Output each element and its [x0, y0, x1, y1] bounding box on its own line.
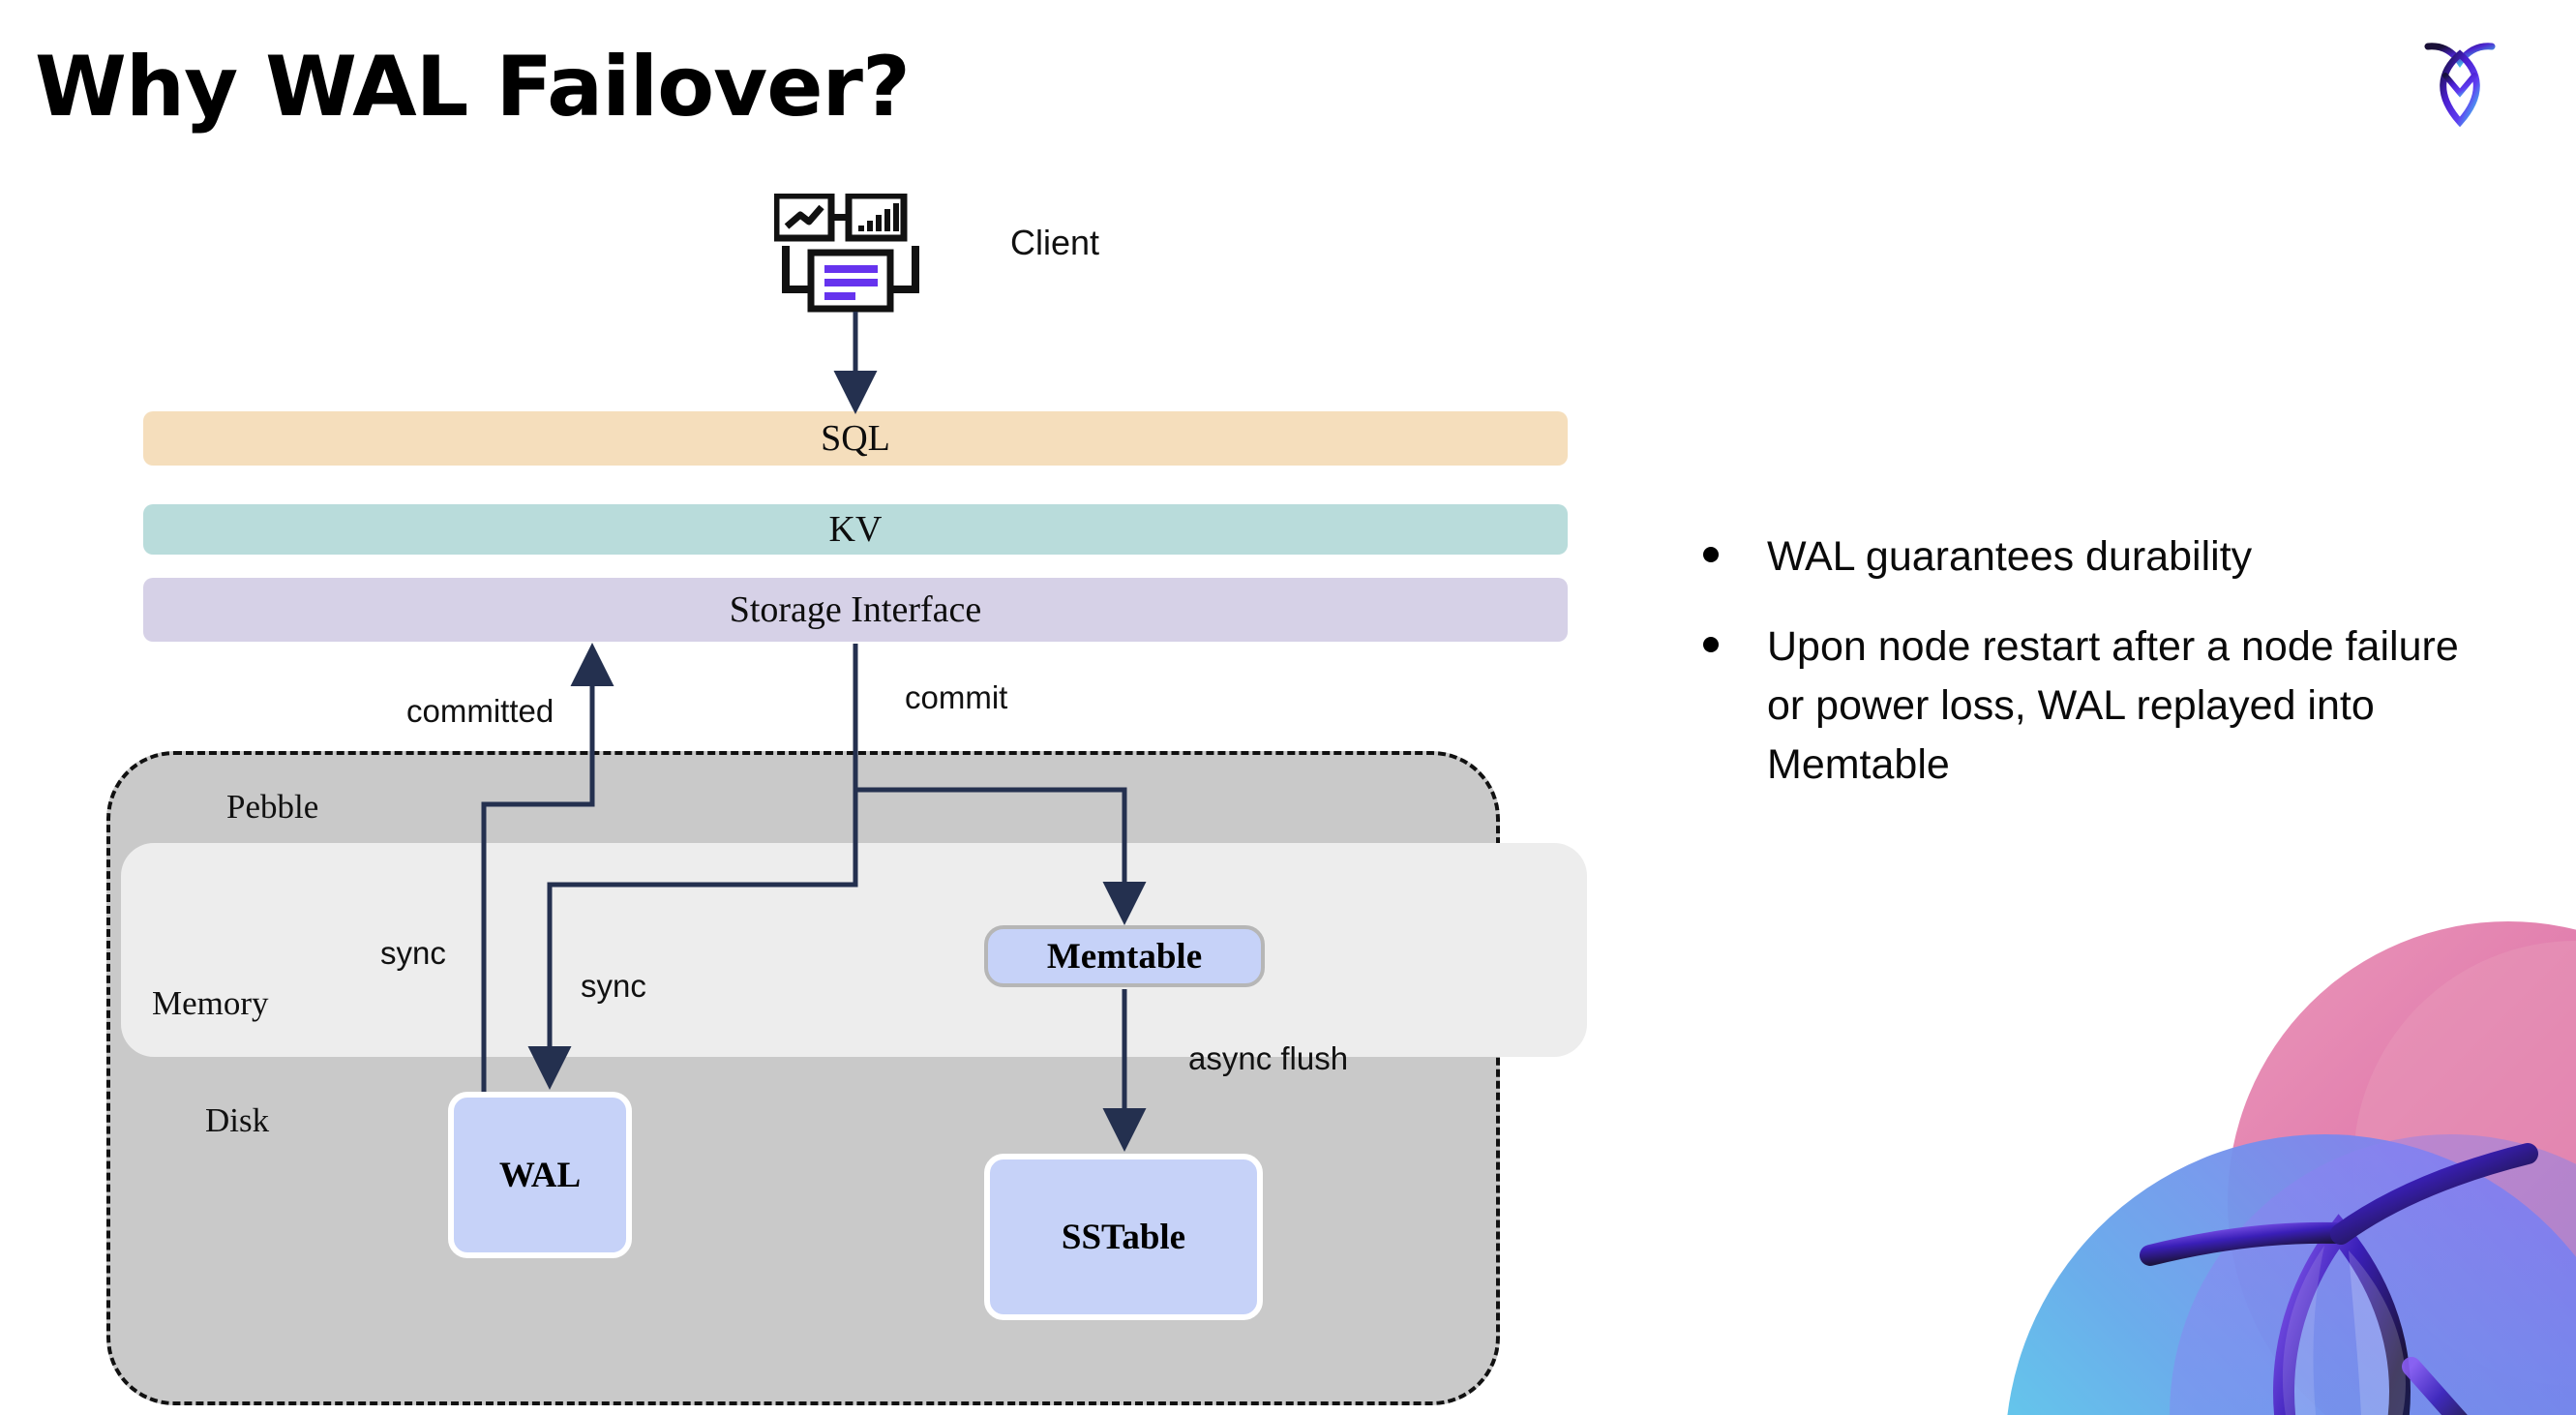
list-item: Upon node restart after a node failure o… [1703, 617, 2506, 795]
zone-label-memory: Memory [152, 984, 269, 1022]
node-memtable[interactable]: Memtable [984, 925, 1265, 987]
edge-label-sync-right: sync [581, 968, 646, 1004]
memory-band [121, 843, 1587, 1057]
node-wal[interactable]: WAL [448, 1092, 632, 1258]
architecture-diagram: Client SQL KV Storage Interface Pebble M… [106, 192, 1587, 1405]
list-item: WAL guarantees durability [1703, 527, 2506, 587]
edge-label-committed: committed [406, 693, 554, 729]
zone-label-pebble: Pebble [226, 788, 319, 826]
page-title: Why WAL Failover? [35, 39, 911, 135]
layer-sql[interactable]: SQL [143, 411, 1568, 466]
bullet-dot-icon [1703, 637, 1719, 653]
edge-label-commit: commit [905, 679, 1008, 715]
node-sstable[interactable]: SSTable [984, 1154, 1263, 1320]
client-label: Client [1010, 223, 1100, 262]
edge-label-async-flush: async flush [1188, 1040, 1349, 1076]
bullet-text: Upon node restart after a node failure o… [1767, 623, 2459, 789]
cockroach-logo-icon [2407, 27, 2513, 134]
edge-label-sync-left: sync [380, 935, 446, 971]
layer-storage-interface[interactable]: Storage Interface [143, 578, 1568, 642]
bullet-text: WAL guarantees durability [1767, 533, 2253, 580]
bullet-list: WAL guarantees durability Upon node rest… [1703, 527, 2506, 826]
cockroach-mark-decoration-icon [1908, 912, 2576, 1415]
bullet-dot-icon [1703, 547, 1719, 562]
layer-kv[interactable]: KV [143, 504, 1568, 555]
client-dashboard-icon [772, 192, 929, 315]
zone-label-disk: Disk [205, 1101, 270, 1139]
